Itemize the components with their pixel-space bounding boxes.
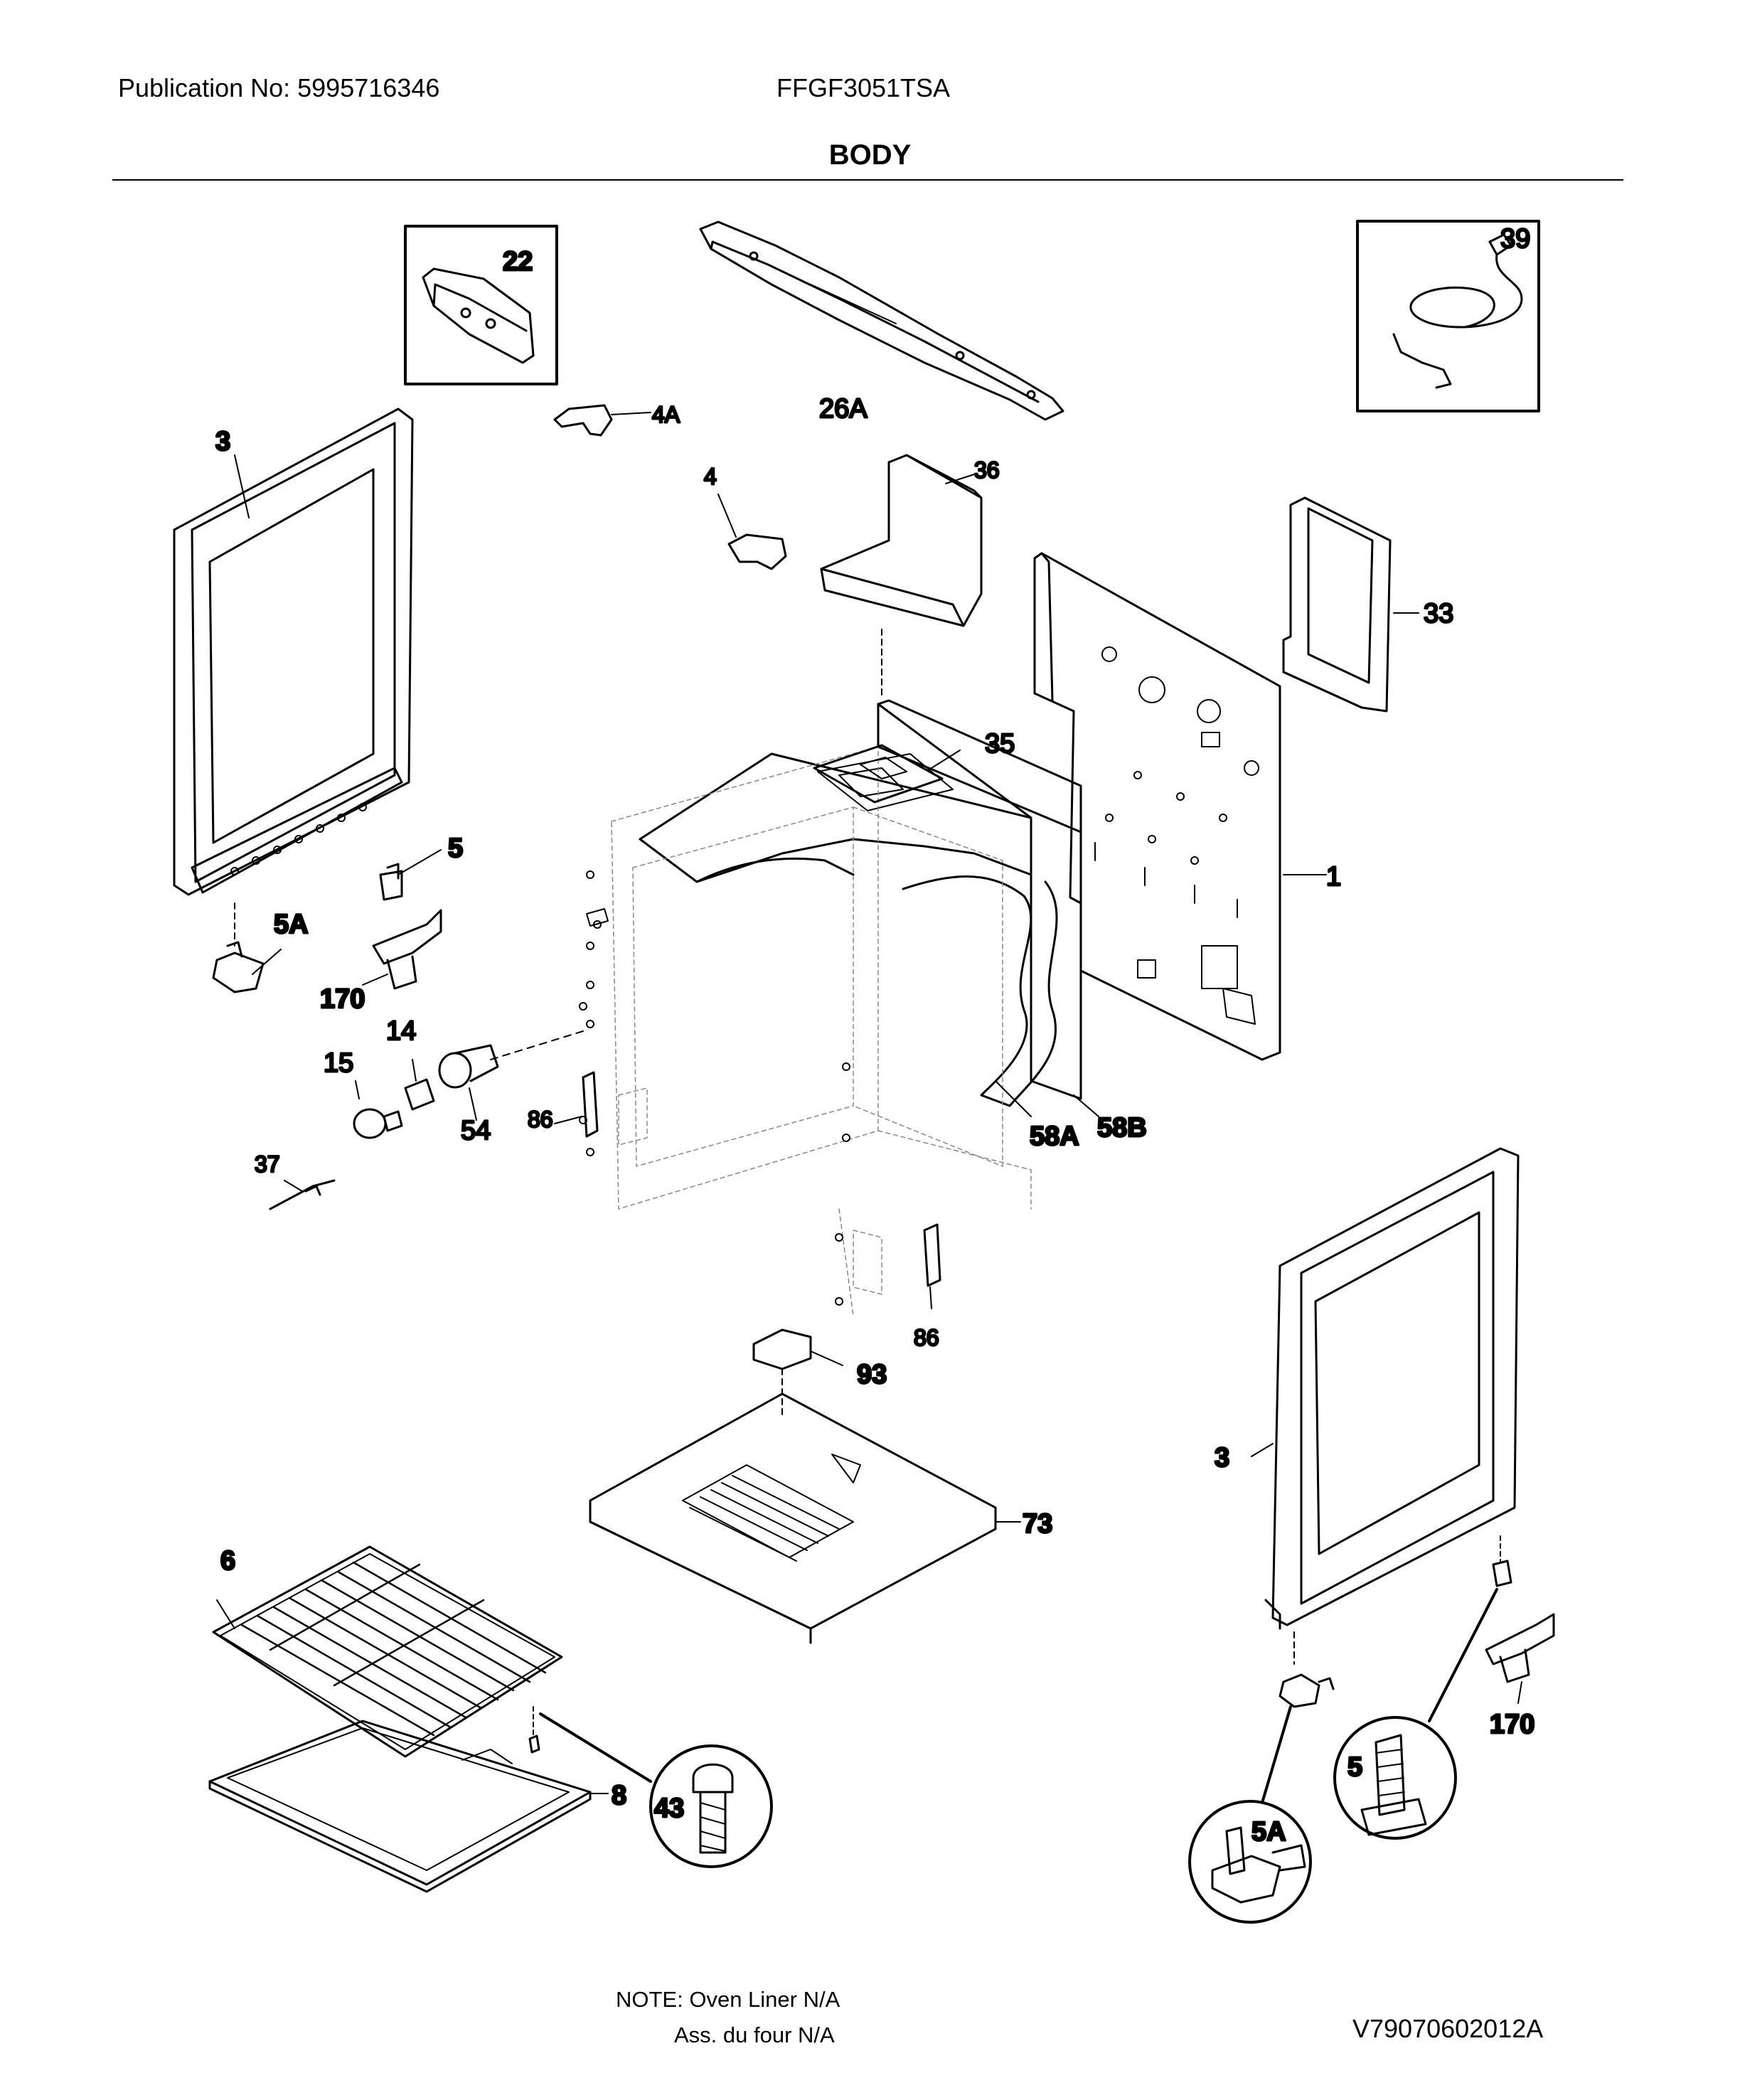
part-170-clip-right — [1485, 1613, 1555, 1704]
label-5a-top: 5A — [274, 910, 309, 939]
part-5-leveler — [379, 849, 442, 901]
part-5-leveler-right — [1492, 1535, 1512, 1587]
label-3-right: 3 — [1215, 1443, 1229, 1473]
part-1-back-panel — [1033, 552, 1327, 1061]
label-170-bottom: 170 — [1490, 1710, 1534, 1739]
part-86-right-slide — [923, 1223, 941, 1309]
part-37-sensor — [269, 1179, 336, 1210]
oven-body-assembly — [579, 699, 1099, 1316]
part-4-clip — [717, 494, 787, 570]
part-54-cover — [438, 1030, 584, 1121]
label-73: 73 — [1023, 1509, 1052, 1539]
part-39-wire-harness — [1356, 220, 1540, 412]
footer-note-line1: NOTE: Oven Liner N/A — [616, 1987, 840, 2012]
part-73-bottom-panel — [589, 1392, 1021, 1644]
label-6: 6 — [220, 1546, 235, 1576]
part-15-bulb — [353, 1080, 403, 1139]
label-15: 15 — [324, 1048, 353, 1078]
label-4: 4 — [704, 464, 717, 489]
publication-number: Publication No: 5995716346 — [118, 73, 440, 102]
part-170-clip — [362, 909, 442, 990]
label-5-bottom: 5 — [1347, 1752, 1362, 1782]
label-4a: 4A — [652, 402, 680, 427]
label-3-left: 3 — [215, 427, 230, 457]
part-8-oven-bottom — [208, 1706, 609, 1893]
label-36: 36 — [974, 457, 1000, 483]
label-33: 33 — [1424, 599, 1453, 629]
label-37: 37 — [255, 1151, 280, 1177]
header-rule — [112, 179, 1623, 181]
part-35-plate — [813, 744, 961, 804]
label-22: 22 — [503, 247, 533, 277]
part-26a-bracket — [699, 220, 1064, 421]
label-14: 14 — [386, 1016, 416, 1046]
label-39: 39 — [1500, 224, 1530, 254]
part-4a-clip — [553, 404, 651, 437]
label-5a-bottom: 5A — [1251, 1817, 1286, 1847]
label-86-right: 86 — [914, 1325, 939, 1350]
model-number: FFGF3051TSA — [776, 73, 951, 102]
label-170-top: 170 — [320, 984, 365, 1014]
label-58a: 58A — [1030, 1121, 1079, 1151]
label-93: 93 — [857, 1360, 887, 1390]
part-36-duct — [820, 454, 983, 698]
label-86-left: 86 — [528, 1107, 553, 1132]
label-43: 43 — [654, 1793, 684, 1823]
label-26a: 26A — [819, 394, 868, 424]
part-5-detail — [1333, 1588, 1498, 1840]
section-title: BODY — [828, 139, 912, 171]
part-5a-detail — [1188, 1705, 1312, 1924]
diagram-code: V79070602012A — [1352, 2014, 1544, 2043]
part-3-left-side-panel — [173, 407, 414, 947]
part-3-right-side-panel — [1251, 1147, 1520, 1665]
label-35: 35 — [985, 729, 1015, 759]
label-8: 8 — [612, 1781, 626, 1811]
label-5-top: 5 — [448, 833, 463, 863]
part-43-detail — [539, 1712, 773, 1868]
label-1: 1 — [1326, 862, 1341, 892]
footer-note-line2: Ass. du four N/A — [674, 2022, 835, 2047]
label-54: 54 — [461, 1116, 491, 1146]
part-33-rear-cover — [1282, 496, 1419, 713]
part-22-bracket — [404, 225, 558, 385]
part-5a-bracket-right — [1279, 1673, 1335, 1708]
label-58b: 58B — [1097, 1113, 1147, 1143]
part-6-oven-rack — [212, 1545, 563, 1758]
part-14-socket — [404, 1059, 435, 1111]
part-86-left-slide — [554, 1071, 599, 1138]
part-5a-bracket — [212, 941, 282, 993]
part-93-cap — [752, 1328, 843, 1416]
